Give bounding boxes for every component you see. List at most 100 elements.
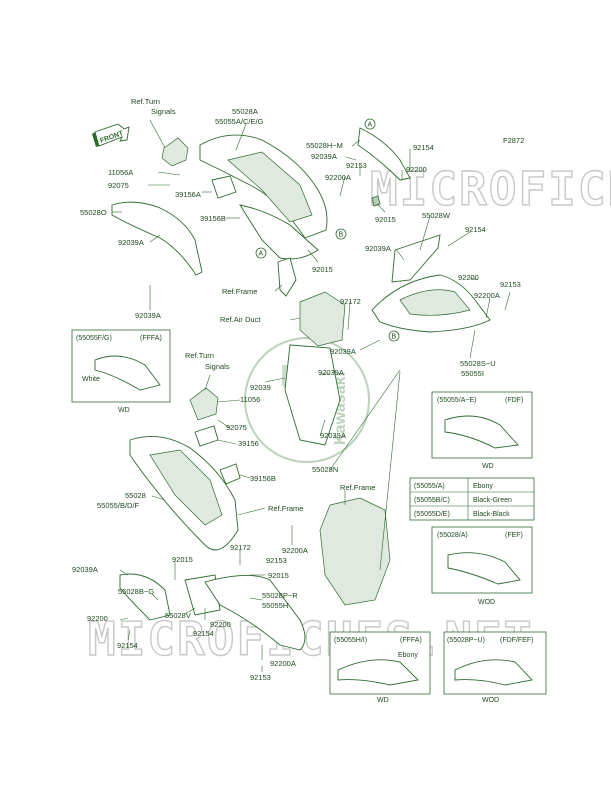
svg-text:B: B	[339, 232, 344, 239]
callout-92039a-mid: 92039A	[318, 368, 344, 377]
svg-text:WD: WD	[482, 463, 494, 470]
callout-55028v: 55028V	[165, 611, 191, 620]
svg-text:A: A	[259, 251, 264, 258]
svg-text:(FFFA): (FFFA)	[140, 335, 162, 342]
callout-55028b-g: 55028B~G	[118, 587, 154, 596]
callout-92172-low: 92172	[230, 543, 251, 552]
callout-92200-low: 92200	[210, 620, 231, 629]
svg-text:(55055F/G): (55055F/G)	[76, 335, 112, 342]
callout-92015-low-1: 92015	[172, 555, 193, 564]
callout-92200a-low: 92200A	[282, 546, 308, 555]
circle-ref-a-left: A	[255, 247, 267, 259]
inset-ffa-bottom: (55055H/I) (FFFA) Ebony WD	[329, 631, 431, 704]
svg-text:(FFFA): (FFFA)	[400, 637, 422, 644]
svg-text:WOD: WOD	[482, 697, 499, 704]
callout-labels: Ref.Turn Signals 55028 A 55055A/C/E/G 110…	[72, 97, 521, 682]
svg-text:Black-Green: Black-Green	[473, 497, 512, 504]
svg-text:A: A	[368, 122, 373, 129]
callout-55028h-m: 55028H~M	[306, 141, 343, 150]
callout-55055bdf: 55055/B/D/F	[97, 501, 140, 510]
svg-text:(55055/A): (55055/A)	[414, 483, 445, 490]
callout-92172-top: 92172	[340, 297, 361, 306]
svg-text:WD: WD	[118, 407, 130, 414]
callout-92200a-top: 92200A	[325, 173, 351, 182]
svg-text:(FDF/FEF): (FDF/FEF)	[500, 637, 533, 644]
frame-ref	[319, 497, 391, 606]
callout-92200a-bottom: 92200A	[270, 659, 296, 668]
watermark-top: MICROFICHES.NET	[370, 162, 611, 216]
upper-cowl-inner	[227, 151, 313, 223]
callout-55055h: 55055H	[262, 601, 288, 610]
callout-92154-low: 92154	[193, 629, 214, 638]
callout-55028w: 55028W	[422, 211, 451, 220]
callout-92153-top: 92153	[346, 161, 367, 170]
svg-text:(55028P~U): (55028P~U)	[447, 637, 485, 644]
callout-92200-low-left: 92200	[87, 614, 108, 623]
callout-ref-frame-mid: Ref.Frame	[268, 504, 303, 513]
callout-39156b-mid: 39156B	[250, 474, 276, 483]
callout-39156a: 39156A	[175, 190, 201, 199]
circle-ref-b-right: B	[388, 330, 400, 342]
svg-text:Black-Black: Black-Black	[473, 511, 510, 518]
callout-92015-low-2: 92015	[268, 571, 289, 580]
svg-text:WD: WD	[377, 697, 389, 704]
svg-text:(FDF): (FDF)	[505, 397, 523, 404]
frame-bracket-top	[277, 257, 297, 297]
lower-fairing-55028b-g	[119, 573, 171, 621]
side-fairing-inner	[399, 289, 471, 316]
svg-text:Ebony: Ebony	[473, 483, 493, 490]
circle-ref-a-top: A	[364, 118, 376, 130]
turn-signal-mount-mid	[189, 387, 219, 421]
inset-fdf: (55055/A~E) (FDF) WD	[431, 391, 533, 470]
callout-55028n: 55028N	[312, 465, 338, 474]
callout-39156: 39156	[238, 439, 259, 448]
callout-92039a-center: 92039A	[330, 347, 356, 356]
svg-text:(55055D/E): (55055D/E)	[414, 511, 450, 518]
callout-92039-mid: 92039	[250, 383, 271, 392]
callout-92075-mid: 92075	[226, 423, 247, 432]
callout-92039a-top-right: 92039A	[311, 152, 337, 161]
callout-92153-bottom: 92153	[250, 673, 271, 682]
callout-92039a-mid-low: 92039A	[320, 431, 346, 440]
figure-code: F2872	[503, 136, 524, 145]
callout-ref-turn-signals-top: Ref.Turn	[131, 97, 160, 106]
inner-panel-55028n	[284, 344, 341, 446]
callout-55028: 55028	[125, 491, 146, 500]
side-panel-55028o	[111, 201, 203, 276]
main-fairing-inner	[149, 449, 223, 526]
callout-11056: 11056	[240, 395, 260, 404]
callout-11056a: 11056A	[108, 168, 133, 177]
callout-92154-top: 92154	[413, 143, 434, 152]
callout-ref-air-duct: Ref.Air Duct	[220, 315, 261, 324]
bracket-39156b-mid	[219, 463, 241, 485]
callout-92015-top: 92015	[375, 215, 396, 224]
callout-92200-right: 92200	[458, 273, 479, 282]
inset-fef: (55028/A) (FEF) WOD	[431, 526, 533, 606]
callout-55028s-u: 55028S~U	[460, 359, 496, 368]
color-table: (55055/A) Ebony (55055B/C) Black-Green (…	[409, 477, 535, 521]
callout-39156b: 39156B	[200, 214, 226, 223]
callout-55028o: 55028O	[80, 208, 107, 217]
callout-55055aceg: 55055A/C/E/G	[215, 117, 264, 126]
svg-text:(55055B/C): (55055B/C)	[414, 497, 450, 504]
callout-92153-right: 92153	[500, 280, 521, 289]
callout-ref-turn-signals-top-2: Signals	[151, 107, 176, 116]
bracket-39156a	[211, 175, 237, 199]
clip-top	[371, 195, 381, 207]
svg-text:White: White	[82, 376, 100, 383]
callout-92015-mid: 92015	[312, 265, 333, 274]
lower-cowl-55028p-r	[204, 575, 306, 651]
callout-92200a-right: 92200A	[474, 291, 500, 300]
inset-fdf-fef: (55028P~U) (FDF/FEF) WOD	[443, 631, 547, 704]
inset-ffa-top: (55055F/G) (FFFA) White WD	[71, 329, 171, 414]
side-piece-55028h-m	[357, 127, 411, 181]
svg-text:(FEF): (FEF)	[505, 532, 523, 539]
svg-text:(55028/A): (55028/A)	[437, 532, 468, 539]
svg-text:Ebony: Ebony	[398, 652, 418, 659]
callout-55028p-r: 55028P~R	[262, 591, 298, 600]
svg-text:(55055/A~E): (55055/A~E)	[437, 397, 477, 404]
svg-text:(55055H/I): (55055H/I)	[334, 637, 367, 644]
callout-92154-right: 92154	[465, 225, 486, 234]
bracket-39156	[194, 425, 219, 447]
